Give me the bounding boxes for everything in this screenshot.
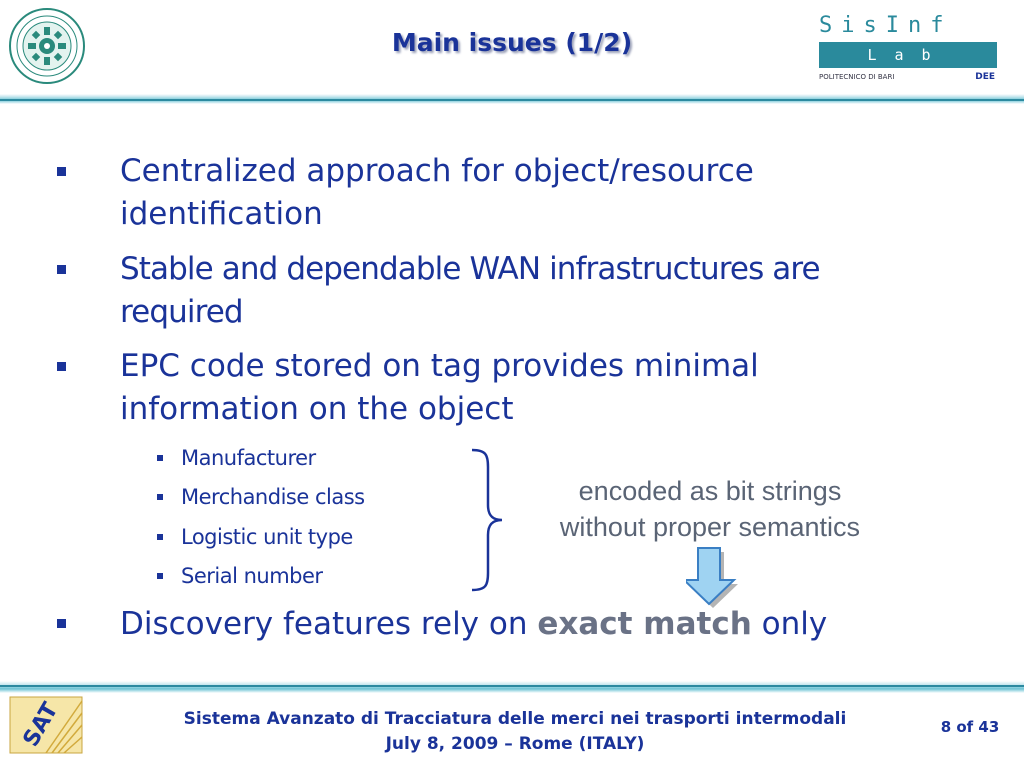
page-number: 8 of 43: [940, 718, 1000, 736]
bullet-emphasis: exact match: [537, 606, 752, 642]
bullet-marker: [57, 362, 66, 371]
sisinf-logo-subtitle: POLITECNICO DI BARI DEE: [819, 70, 999, 84]
footer-divider: [0, 685, 1024, 687]
bullet-line: information on the object: [120, 391, 514, 427]
bullet-line: Centralized approach for object/resource: [120, 153, 754, 189]
bullet-text-suffix: only: [751, 606, 828, 642]
annotation-line-2: without proper semantics: [559, 512, 861, 542]
sub-bullet-marker: [157, 534, 163, 540]
annotation-line-1: encoded as bit strings: [578, 476, 842, 506]
footer-band: [0, 681, 1024, 693]
sisinf-logo-top-text: SisInf: [819, 13, 953, 38]
sub-bullet-marker: [157, 573, 163, 579]
sub-bullet-logistic-unit-type: Logistic unit type: [181, 525, 353, 549]
bullet-marker: [57, 619, 66, 628]
footer-date-location: July 8, 2009 – Rome (ITALY): [385, 734, 645, 754]
page-title: Main issues (1/2): [391, 28, 633, 57]
sub-bullet-serial-number: Serial number: [181, 564, 323, 588]
sub-bullet-marker: [157, 455, 163, 461]
footer-project-name: Sistema Avanzato di Tracciatura delle me…: [183, 709, 847, 729]
down-arrow-icon: [681, 546, 742, 610]
sub-bullet-merchandise-class: Merchandise class: [181, 485, 365, 509]
bullet-line: required: [120, 294, 244, 330]
sub-bullet-manufacturer: Manufacturer: [181, 446, 316, 470]
bullet-line: EPC code stored on tag provides minimal: [120, 348, 759, 384]
bullet-marker: [57, 167, 66, 176]
bullet-line: Stable and dependable WAN infrastructure…: [120, 251, 821, 287]
bullet-item-4: Discovery features rely on exact match o…: [120, 603, 1000, 646]
university-seal-icon: [8, 7, 86, 85]
sub-bullet-marker: [157, 494, 163, 500]
sisinf-logo-subtitle-text: POLITECNICO DI BARI: [819, 73, 895, 81]
bullet-item-3: EPC code stored on tag provides minimal …: [120, 345, 980, 431]
header-divider: [0, 99, 1024, 101]
bullet-item-2: Stable and dependable WAN infrastructure…: [120, 248, 1000, 334]
sisinf-lab-logo: SisInf Lab POLITECNICO DI BARI DEE: [819, 12, 999, 84]
bullet-text-prefix: Discovery features rely on: [120, 606, 538, 642]
annotation-text: encoded as bit strings without proper se…: [505, 473, 915, 545]
bullet-marker: [57, 265, 66, 274]
bullet-line: identification: [120, 196, 323, 232]
dee-logo-text: DEE: [975, 72, 995, 82]
sisinf-logo-bar-text: Lab: [819, 42, 997, 68]
right-brace-icon: [468, 447, 508, 593]
bullet-item-1: Centralized approach for object/resource…: [120, 150, 980, 236]
sat-logo-icon: SAT: [8, 695, 84, 755]
